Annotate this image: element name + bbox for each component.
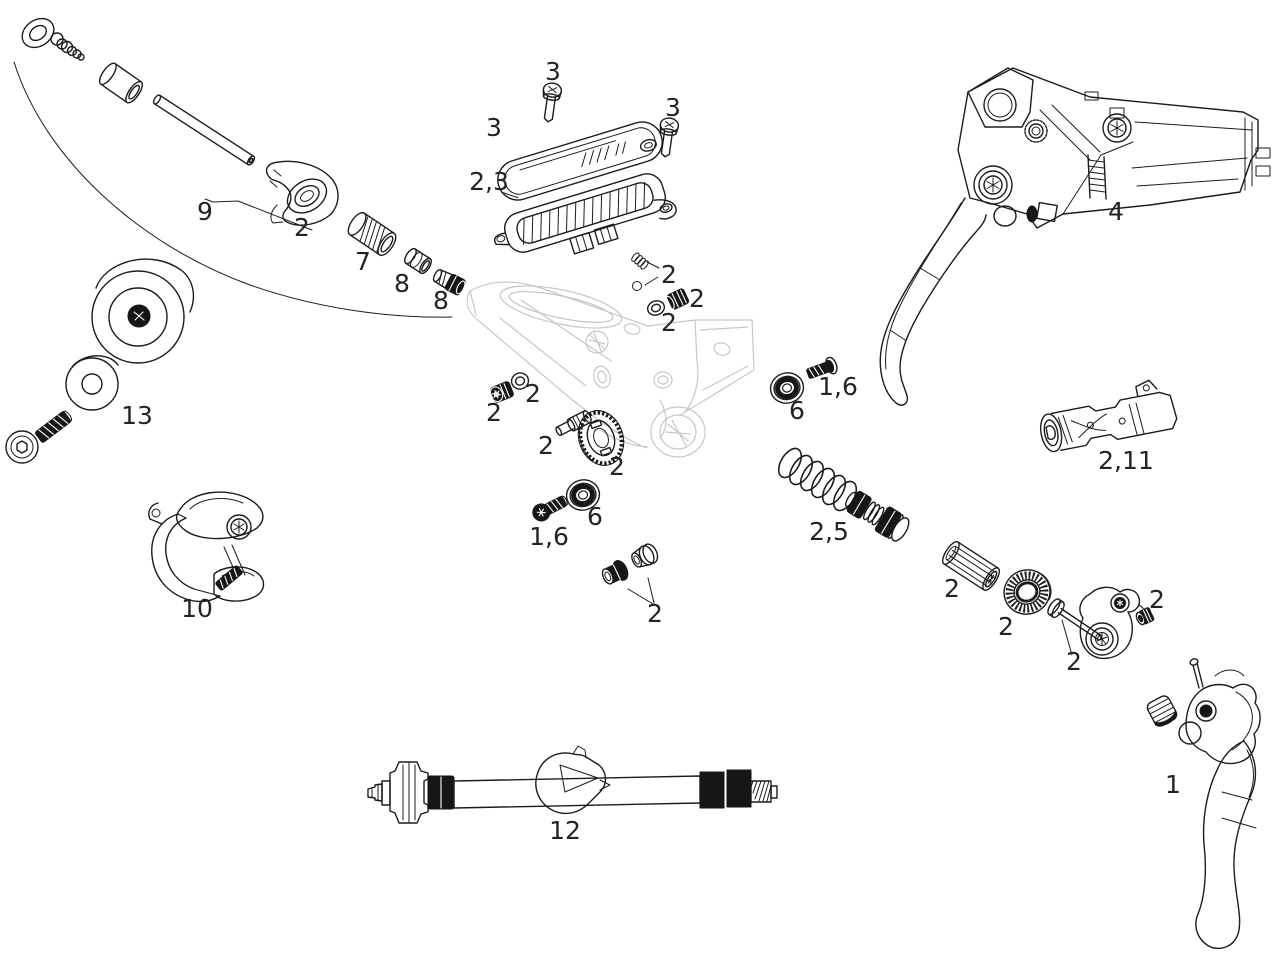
part-label-washer-right: 2 xyxy=(661,308,677,337)
part-handlebar-clamp xyxy=(148,491,265,603)
part-label-cover-screw-top: 3 xyxy=(545,57,561,86)
part-bearing-left xyxy=(565,479,601,511)
leader-line-bushings xyxy=(627,577,655,605)
part-lever-blade xyxy=(1146,658,1261,949)
part-washer-right xyxy=(646,300,666,316)
part-olive xyxy=(404,247,432,275)
part-label-lever-blade: 1 xyxy=(1165,770,1181,799)
part-clamp-spacers xyxy=(5,258,195,464)
part-label-lever-boot: 2 xyxy=(294,213,310,242)
part-washer-left xyxy=(510,372,530,390)
part-label-hose-assembly: 9 xyxy=(197,197,213,226)
part-bleed-screw-right xyxy=(664,288,690,310)
part-label-spring-and-oring: 2 xyxy=(661,260,677,289)
part-label-bearing-left: 6 xyxy=(587,502,603,531)
part-cover-screw-top xyxy=(542,82,563,123)
part-label-adjuster-gear: 2 xyxy=(609,452,625,481)
part-label-bleed-screw-right: 2 xyxy=(689,284,705,313)
part-label-pivot-bushings: 2 xyxy=(647,599,663,628)
part-bearing-screw-right xyxy=(806,356,838,379)
part-reservoir-cover xyxy=(497,121,663,201)
part-bearing-screw-left xyxy=(532,495,568,522)
part-label-cover-screw-right: 3 xyxy=(665,93,681,122)
part-cam-sleeve xyxy=(1039,379,1178,453)
part-bleed-screw-left xyxy=(489,381,514,403)
part-label-bleed-screw-left: 2 xyxy=(486,398,502,427)
part-label-bearing-screw-right: 1,6 xyxy=(818,372,858,401)
part-label-clamp-spacers: 13 xyxy=(121,401,153,430)
part-thru-axle xyxy=(367,745,778,824)
part-label-thru-axle: 12 xyxy=(549,816,581,845)
part-label-compression-barrel: 7 xyxy=(355,247,371,276)
part-label-lever-body-assembly: 4 xyxy=(1108,197,1124,226)
part-compression-barrel xyxy=(347,211,397,257)
part-labels: 927883332,341310222222261,6261,62,52,112… xyxy=(121,57,1181,845)
part-label-bearing-right: 6 xyxy=(789,396,805,425)
part-label-needle-bearing: 2 xyxy=(998,612,1014,641)
part-label-piston-and-spring: 2,5 xyxy=(809,517,849,546)
ghost-master-cylinder-body xyxy=(466,281,755,458)
part-label-reservoir-cover: 3 xyxy=(486,113,502,142)
part-lever-body-assembly xyxy=(879,67,1271,406)
part-label-bearing-screw-left: 1,6 xyxy=(529,522,569,551)
part-hose-assembly xyxy=(13,17,453,318)
part-label-spline-roller: 2 xyxy=(944,574,960,603)
part-pivot-bushings xyxy=(601,543,659,605)
part-label-handlebar-clamp: 10 xyxy=(181,594,213,623)
part-spline-roller xyxy=(941,540,1001,592)
part-bladder xyxy=(494,173,677,255)
part-label-bladder: 2,3 xyxy=(469,167,509,196)
part-piston-and-spring xyxy=(777,447,910,542)
part-label-washer-left: 2 xyxy=(525,379,541,408)
part-pivot-pin xyxy=(555,410,592,437)
part-label-olive: 8 xyxy=(394,269,410,298)
part-cam-link-bolt xyxy=(1047,586,1146,659)
part-bearing-right xyxy=(769,372,805,404)
part-lever-boot xyxy=(265,160,339,226)
leader-line-cam-link-bolt xyxy=(1061,619,1073,656)
part-label-cam-nut: 2 xyxy=(1149,585,1165,614)
part-cam-nut xyxy=(1135,607,1155,626)
part-label-cam-sleeve: 2,11 xyxy=(1098,446,1154,475)
part-label-pivot-pin: 2 xyxy=(538,431,554,460)
part-compression-fitting xyxy=(432,268,466,296)
part-label-compression-fitting: 8 xyxy=(433,286,449,315)
leader-line-spring-oring xyxy=(644,261,660,286)
part-label-cam-link-bolt: 2 xyxy=(1066,647,1082,676)
part-spring-and-oring xyxy=(631,252,660,291)
part-adjuster-gear xyxy=(577,410,625,466)
